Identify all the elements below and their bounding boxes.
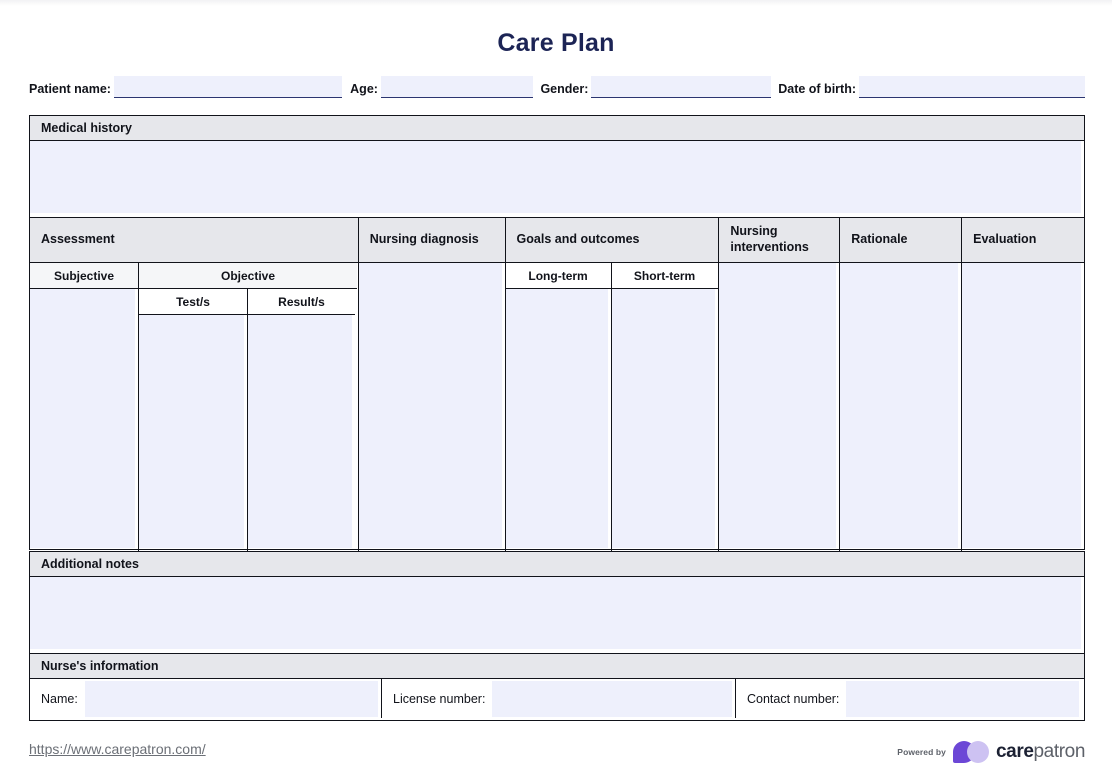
header-assessment: Assessment [30, 218, 358, 263]
gender-label: Gender: [540, 82, 589, 96]
header-goals-and-outcomes: Goals and outcomes [505, 218, 719, 263]
subheader-results: Result/s [248, 289, 355, 315]
cell-subjective[interactable] [30, 289, 135, 548]
nurse-information-section: Nurse's information Name: License number… [29, 653, 1085, 721]
cell-evaluation[interactable] [962, 263, 1082, 548]
wordmark-patron: patron [1033, 740, 1086, 762]
nurse-information-row: Name: License number: Contact number: [30, 679, 1084, 718]
page-top-edge [0, 0, 1112, 6]
column-assessment: Assessment Subjective Objective Test/s [30, 218, 359, 551]
logo-circle-shape [967, 741, 990, 763]
cell-long-term[interactable] [505, 289, 608, 548]
powered-by-label: Powered by [897, 746, 947, 757]
header-rationale: Rationale [840, 218, 962, 263]
additional-notes-heading: Additional notes [30, 552, 1084, 577]
cell-short-term[interactable] [611, 289, 715, 548]
cell-nursing-interventions[interactable] [719, 263, 837, 548]
medical-history-input[interactable] [30, 141, 1081, 213]
carepatron-wordmark: carepatron [996, 741, 1085, 763]
column-nursing-interventions: Nursing interventions [719, 218, 841, 551]
contact-number-label: Contact number: [736, 679, 847, 718]
wordmark-care: care [996, 740, 1034, 762]
gender-field: Gender: [540, 74, 772, 98]
carepatron-logo-icon [953, 740, 990, 763]
age-label: Age: [350, 82, 378, 96]
additional-notes-section: Additional notes [29, 551, 1085, 654]
subcolumn-subjective: Subjective [30, 263, 139, 551]
page-title: Care Plan [497, 29, 615, 57]
medical-history-section: Medical history [29, 115, 1085, 218]
column-rationale: Rationale [840, 218, 963, 551]
subheader-objective: Objective [139, 263, 357, 289]
subheader-short-term: Short-term [611, 263, 718, 289]
powered-by-carepatron: Powered by carepatron [897, 740, 1085, 763]
subcolumn-long-term: Long-term [505, 263, 612, 551]
patient-name-label: Patient name: [29, 82, 111, 96]
cell-rationale[interactable] [840, 263, 959, 548]
medical-history-heading: Medical history [30, 116, 1084, 141]
license-number-input[interactable] [492, 680, 732, 717]
contact-number-input[interactable] [846, 680, 1079, 717]
date-of-birth-input[interactable] [859, 76, 1085, 98]
column-nursing-diagnosis: Nursing diagnosis [358, 218, 506, 551]
column-evaluation: Evaluation [962, 218, 1085, 551]
license-number-label: License number: [382, 679, 493, 718]
nurse-information-heading: Nurse's information [30, 654, 1084, 679]
subheader-long-term: Long-term [505, 263, 611, 289]
nurse-name-field: Name: [30, 679, 382, 718]
patient-name-field: Patient name: [29, 74, 342, 98]
age-field: Age: [350, 74, 533, 98]
cell-results[interactable] [248, 315, 352, 548]
subcolumn-results: Result/s [248, 289, 355, 551]
subcolumn-tests: Test/s [139, 289, 248, 551]
header-evaluation: Evaluation [962, 218, 1085, 263]
age-input[interactable] [380, 76, 533, 98]
cell-nursing-diagnosis[interactable] [358, 263, 502, 548]
patient-name-input[interactable] [113, 76, 342, 98]
subcolumn-objective: Objective Test/s Result/s [139, 263, 357, 551]
header-nursing-diagnosis: Nursing diagnosis [358, 218, 505, 263]
table-columns: Assessment Subjective Objective Test/s [30, 218, 1085, 551]
care-plan-table: Assessment Subjective Objective Test/s [29, 217, 1085, 551]
contact-number-field: Contact number: [736, 679, 1082, 718]
subheader-subjective: Subjective [30, 263, 138, 289]
license-number-field: License number: [382, 679, 736, 718]
header-nursing-interventions: Nursing interventions [719, 218, 840, 263]
subheader-tests: Test/s [139, 289, 247, 315]
subcolumn-short-term: Short-term [611, 263, 718, 551]
carepatron-url-link[interactable]: https://www.carepatron.com/ [29, 741, 206, 757]
nurse-name-input[interactable] [84, 680, 378, 717]
column-goals-and-outcomes: Goals and outcomes Long-term Short-term [505, 218, 720, 551]
date-of-birth-label: Date of birth: [778, 82, 856, 96]
patient-info-row: Patient name: Age: Gender: Date of birth… [29, 74, 1085, 98]
nurse-name-label: Name: [30, 679, 85, 718]
gender-input[interactable] [591, 76, 772, 98]
additional-notes-input[interactable] [30, 577, 1081, 649]
cell-tests[interactable] [139, 315, 244, 548]
date-of-birth-field: Date of birth: [778, 74, 1085, 98]
